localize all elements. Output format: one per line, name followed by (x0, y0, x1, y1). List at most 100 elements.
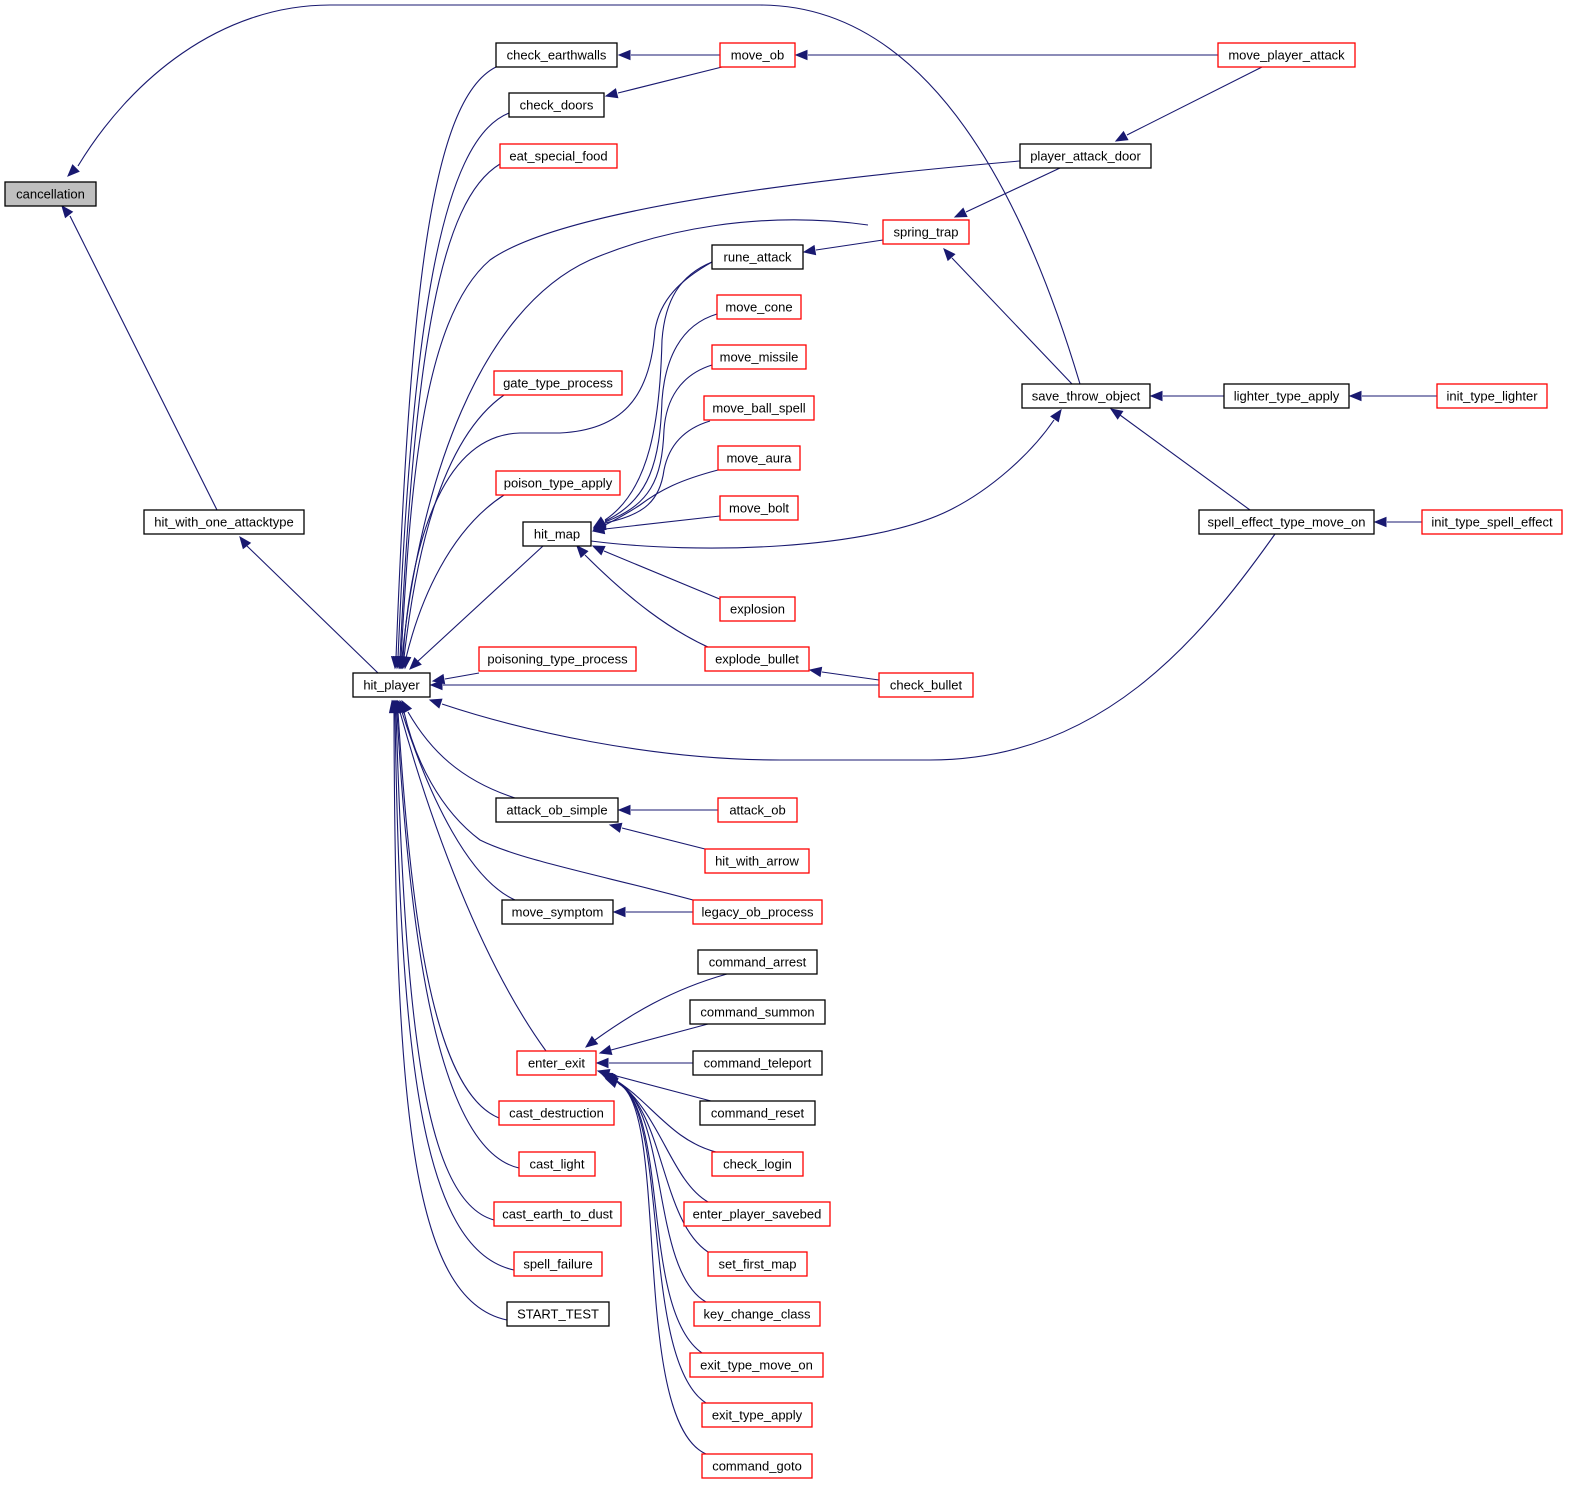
edge-spring_trap-to-hit_player (396, 219, 869, 670)
edge-save_throw_object-to-spring_trap (943, 248, 1073, 385)
node-command-goto[interactable]: command_goto (701, 1453, 813, 1479)
node-move-ball-spell[interactable]: move_ball_spell (703, 395, 815, 421)
edge-poison_type_apply-to-hit_player (400, 494, 505, 670)
node-move-bolt[interactable]: move_bolt (719, 495, 799, 521)
edge-hit_map-to-hit_player (409, 545, 544, 670)
node-player-attack-door[interactable]: player_attack_door (1019, 143, 1152, 169)
node-enter-exit[interactable]: enter_exit (516, 1050, 597, 1076)
node-check-bullet[interactable]: check_bullet (878, 672, 974, 698)
edge-explosion-to-hit_map (591, 545, 723, 601)
node-cast-light[interactable]: cast_light (518, 1151, 596, 1177)
node-box (711, 1151, 804, 1177)
node-label: cast_light (530, 1157, 585, 1172)
edge-key_change_class-to-enter_exit (602, 1075, 707, 1303)
node-cast-destruction[interactable]: cast_destruction (498, 1100, 615, 1126)
edge-spell_effect_type_move_on-to-save_throw_object (1109, 408, 1251, 511)
node-enter-player-savebed[interactable]: enter_player_savebed (683, 1201, 831, 1227)
node-poison-type-apply[interactable]: poison_type_apply (495, 470, 621, 496)
node-exit-type-move-on[interactable]: exit_type_move_on (689, 1352, 824, 1378)
node-hit-with-one-attacktype[interactable]: hit_with_one_attacktype (143, 509, 305, 535)
node-check-login[interactable]: check_login (711, 1151, 804, 1177)
edges-layer (61, 4, 1437, 1455)
node-lighter-type-apply[interactable]: lighter_type_apply (1223, 383, 1350, 409)
node-legacy-ob-process[interactable]: legacy_ob_process (692, 899, 823, 925)
edge-hit_map-to-save_throw_object (590, 408, 1062, 549)
node-box (1217, 42, 1356, 68)
edge-line (77, 4, 1081, 385)
node-label: exit_type_move_on (700, 1358, 813, 1373)
node-move-aura[interactable]: move_aura (717, 445, 801, 471)
node-move-ob[interactable]: move_ob (719, 42, 796, 68)
node-cast-earth-to-dust[interactable]: cast_earth_to_dust (493, 1201, 622, 1227)
node-eat-special-food[interactable]: eat_special_food (499, 143, 618, 169)
node-box (1021, 383, 1151, 409)
edge-line (604, 515, 721, 530)
node-box (352, 672, 431, 698)
arrowhead-icon (802, 244, 817, 256)
edge-line (400, 160, 1021, 659)
node-box (704, 848, 810, 874)
node-command-reset[interactable]: command_reset (699, 1100, 816, 1126)
node-explosion[interactable]: explosion (719, 596, 796, 622)
node-move-missile[interactable]: move_missile (711, 344, 807, 370)
edge-line (394, 711, 515, 1271)
node-command-teleport[interactable]: command_teleport (692, 1050, 823, 1076)
node-hit-map[interactable]: hit_map (522, 521, 592, 547)
node-gate-type-process[interactable]: gate_type_process (493, 370, 623, 396)
node-label: cancellation (16, 187, 85, 202)
edge-spell_failure-to-hit_player (389, 699, 515, 1271)
node-move-player-attack[interactable]: move_player_attack (1217, 42, 1356, 68)
node-init-type-lighter[interactable]: init_type_lighter (1436, 383, 1548, 409)
edge-line (617, 1082, 707, 1404)
node-move-symptom[interactable]: move_symptom (501, 899, 614, 925)
node-box (701, 1453, 813, 1479)
node-label: lighter_type_apply (1234, 389, 1340, 404)
node-move-cone[interactable]: move_cone (716, 294, 802, 320)
node-label: attack_ob (729, 803, 785, 818)
edge-line (821, 671, 880, 681)
nodes-layer: cancellation hit_with_one_attacktype hit_p… (4, 42, 1563, 1479)
edge-line (615, 1080, 707, 1303)
node-label: move_aura (726, 451, 792, 466)
edge-line (444, 672, 480, 680)
edge-command_summon-to-enter_exit (598, 1023, 709, 1056)
node-attack-ob-simple[interactable]: attack_ob_simple (495, 797, 619, 823)
node-hit-player[interactable]: hit_player (352, 672, 431, 698)
edge-line (393, 711, 508, 1321)
node-rune-attack[interactable]: rune_attack (711, 244, 804, 270)
node-box (878, 672, 974, 698)
node-label: check_earthwalls (507, 48, 607, 63)
node-init-type-spell-effect[interactable]: init_type_spell_effect (1421, 509, 1563, 535)
node-attack-ob[interactable]: attack_ob (717, 797, 798, 823)
node-box (493, 370, 623, 396)
arrowhead-icon (400, 656, 412, 670)
arrowhead-icon (576, 545, 589, 559)
node-command-summon[interactable]: command_summon (689, 999, 826, 1025)
node-key-change-class[interactable]: key_change_class (693, 1301, 821, 1327)
node-spell-failure[interactable]: spell_failure (513, 1251, 603, 1277)
node-hit-with-arrow[interactable]: hit_with_arrow (704, 848, 810, 874)
node-set-first-map[interactable]: set_first_map (707, 1251, 808, 1277)
edge-line (608, 1073, 712, 1102)
node-spring-trap[interactable]: spring_trap (882, 219, 970, 245)
node-poisoning-type-process[interactable]: poisoning_type_process (478, 646, 637, 672)
arrowhead-icon (1348, 390, 1362, 402)
node-check-doors[interactable]: check_doors (508, 92, 605, 118)
node-label: command_teleport (704, 1056, 812, 1071)
node-explode-bullet[interactable]: explode_bullet (704, 646, 810, 672)
arrowhead-icon (598, 1044, 613, 1056)
node-save-throw-object[interactable]: save_throw_object (1021, 383, 1151, 409)
node-spell-effect-type-move-on[interactable]: spell_effect_type_move_on (1198, 509, 1375, 535)
node-label: hit_with_one_attacktype (154, 515, 293, 530)
edge-line (69, 215, 218, 511)
node-start-test[interactable]: START_TEST (506, 1301, 610, 1327)
node-box (506, 1301, 610, 1327)
edge-player_attack_door-to-spring_trap (953, 167, 1061, 218)
node-label: spring_trap (893, 225, 958, 240)
node-label: check_bullet (890, 678, 963, 693)
node-check-earthwalls[interactable]: check_earthwalls (495, 42, 618, 68)
node-exit-type-apply[interactable]: exit_type_apply (701, 1402, 813, 1428)
node-label: command_reset (711, 1106, 805, 1121)
node-command-arrest[interactable]: command_arrest (697, 949, 818, 975)
edge-line (399, 163, 501, 659)
